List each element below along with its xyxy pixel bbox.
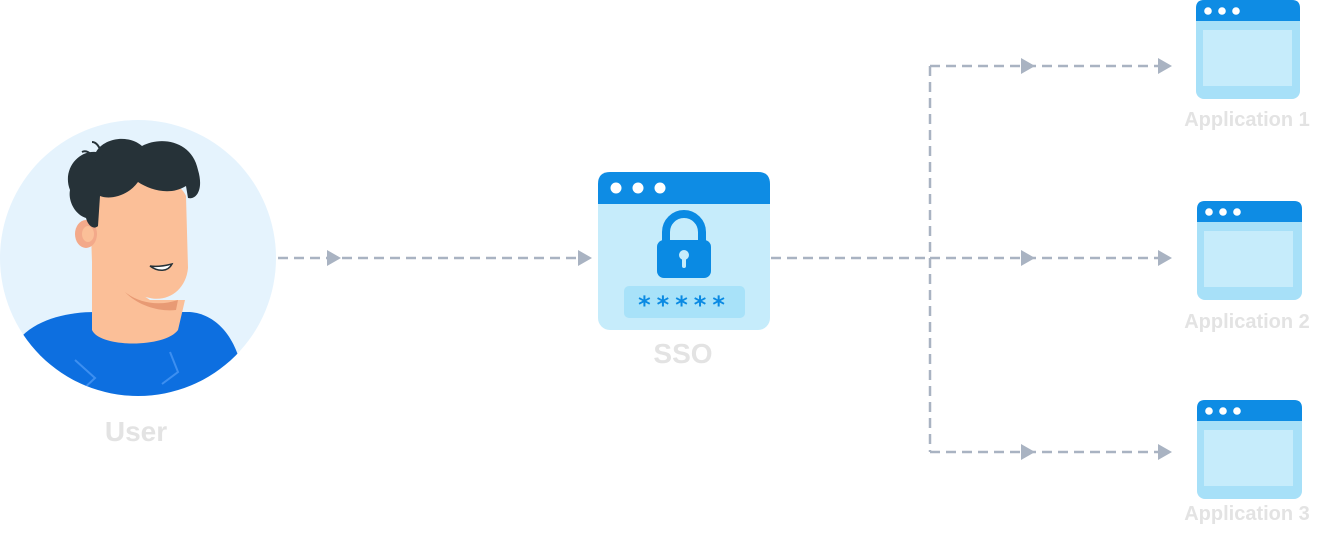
arrowhead [1021,444,1035,460]
arrowhead [1021,58,1035,74]
window-dot [1219,208,1227,216]
browser-window-icon [1197,400,1302,499]
app-window-header [1197,400,1302,421]
application-node-3: Application 3 [1184,400,1310,525]
window-dot [1233,407,1241,415]
user-avatar-icon [0,120,276,396]
arrowhead [1158,58,1172,74]
user-label: User [105,416,167,447]
password-field [624,286,745,318]
window-dot [1233,208,1241,216]
lock-icon [657,210,711,278]
arrowhead [1158,250,1172,266]
app-window-content [1204,231,1293,287]
browser-window-icon [1197,201,1302,300]
application-label: Application 3 [1184,503,1310,525]
padlock-window-icon: ***** [598,172,770,330]
window-dot [1218,7,1226,15]
application-node-1: Application 1 [1184,0,1310,131]
window-dot [1205,407,1213,415]
connectors [278,58,1172,460]
app-window-header [1197,201,1302,222]
app-window-header [1196,0,1300,21]
sso-window-header [598,172,770,204]
sso-label: SSO [653,338,712,369]
avatar-hair [67,138,201,228]
arrowhead [1021,250,1035,266]
application-node-2: Application 2 [1184,201,1310,333]
browser-window-icon [1196,0,1300,99]
application-label: Application 2 [1184,311,1310,333]
window-dot [632,182,644,194]
password-mask: ***** [638,291,731,319]
arrowhead [327,250,341,266]
app-window-content [1203,30,1292,86]
application-label: Application 1 [1184,109,1310,131]
arrowhead [578,250,592,266]
sso-node: ***** SSO [598,172,770,369]
window-dot [610,182,622,194]
user-node: User [0,120,276,447]
window-dot [1204,7,1212,15]
app-window-content [1204,430,1293,486]
window-dot [654,182,666,194]
arrowhead [1158,444,1172,460]
window-dot [1232,7,1240,15]
window-dot [1205,208,1213,216]
window-dot [1219,407,1227,415]
